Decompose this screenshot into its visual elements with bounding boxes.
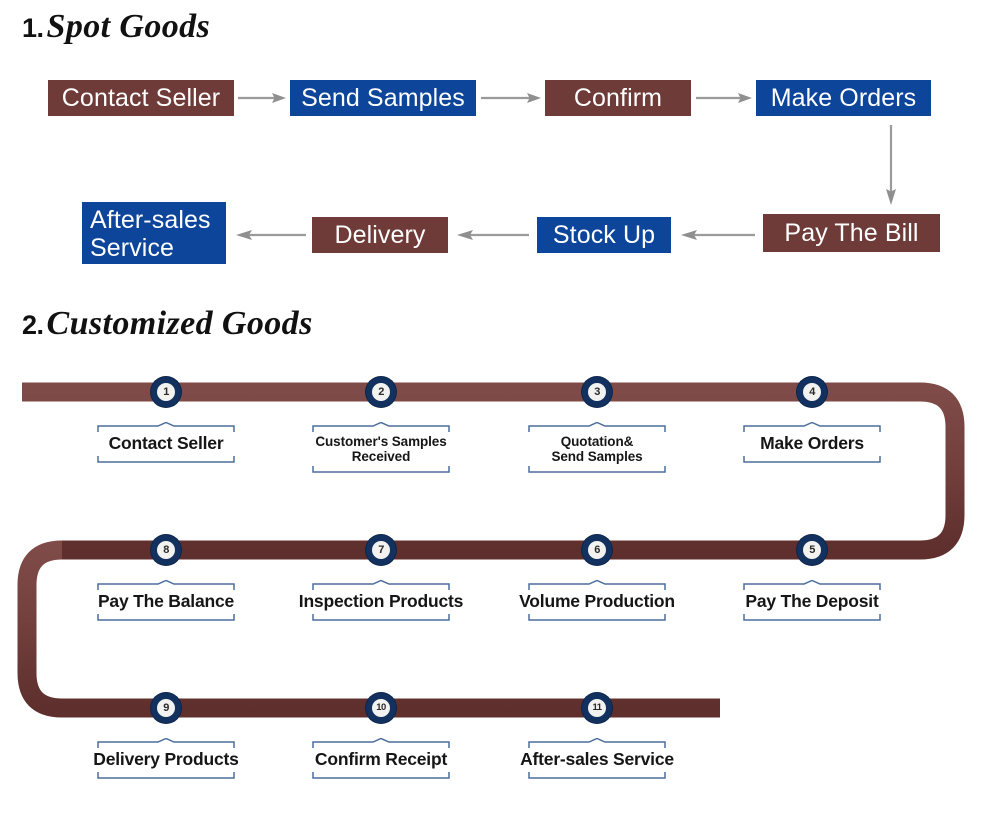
bracket-bottom-icon (527, 613, 667, 624)
marker-number: 4 (803, 383, 821, 401)
section-1-title: Spot Goods (46, 8, 211, 45)
timeline-node-3: Quotation& Send Samples (512, 422, 682, 476)
timeline-marker-6[interactable]: 6 (582, 535, 612, 565)
bracket-top-icon (311, 738, 451, 749)
bracket-top-icon (527, 738, 667, 749)
marker-number: 8 (157, 541, 175, 559)
timeline-marker-1[interactable]: 1 (151, 377, 181, 407)
arrow-left-2 (457, 229, 529, 241)
arrow-right-1 (238, 92, 286, 104)
flow-box-send-samples[interactable]: Send Samples (290, 80, 476, 116)
bracket-top-icon (527, 422, 667, 433)
arrow-down-connector (883, 125, 899, 205)
bracket-bottom-icon (96, 455, 236, 466)
marker-number: 2 (372, 383, 390, 401)
bracket-bottom-icon (96, 771, 236, 782)
timeline-node-6: Volume Production (512, 580, 682, 624)
timeline-node-5: Pay The Deposit (727, 580, 897, 624)
marker-number: 11 (588, 699, 606, 717)
timeline-node-7: Inspection Products (296, 580, 466, 624)
timeline-label-5: Pay The Deposit (745, 591, 879, 611)
timeline-label-9: Delivery Products (93, 749, 239, 769)
marker-number: 5 (803, 541, 821, 559)
timeline-node-10: Confirm Receipt (296, 738, 466, 782)
timeline-label-2: Customer's Samples Received (315, 434, 447, 465)
timeline-marker-10[interactable]: 10 (366, 693, 396, 723)
marker-number: 3 (588, 383, 606, 401)
timeline-label-3: Quotation& Send Samples (551, 434, 643, 465)
timeline-marker-2[interactable]: 2 (366, 377, 396, 407)
bracket-top-icon (311, 422, 451, 433)
timeline-marker-7[interactable]: 7 (366, 535, 396, 565)
arrow-left-3 (681, 229, 755, 241)
timeline-marker-11[interactable]: 11 (582, 693, 612, 723)
section-1-number: 1. (22, 13, 44, 43)
timeline-label-11: After-sales Service (520, 749, 674, 769)
marker-number: 6 (588, 541, 606, 559)
section-2-heading: 2.Customized Goods (22, 305, 313, 343)
bracket-bottom-icon (527, 465, 667, 476)
bracket-top-icon (527, 580, 667, 591)
marker-number: 10 (372, 699, 390, 717)
flow-box-make-orders[interactable]: Make Orders (756, 80, 931, 116)
bracket-top-icon (96, 580, 236, 591)
bracket-bottom-icon (311, 613, 451, 624)
bracket-bottom-icon (311, 771, 451, 782)
timeline-marker-9[interactable]: 9 (151, 693, 181, 723)
arrow-left-1 (236, 229, 306, 241)
timeline-node-1: Contact Seller (81, 422, 251, 466)
timeline-path (17, 382, 965, 718)
bracket-top-icon (742, 422, 882, 433)
timeline-marker-5[interactable]: 5 (797, 535, 827, 565)
flow-box-stock-up[interactable]: Stock Up (537, 217, 671, 253)
marker-number: 9 (157, 699, 175, 717)
timeline-node-9: Delivery Products (81, 738, 251, 782)
arrow-right-2 (481, 92, 541, 104)
bracket-top-icon (96, 422, 236, 433)
timeline-node-8: Pay The Balance (81, 580, 251, 624)
timeline-marker-8[interactable]: 8 (151, 535, 181, 565)
flow-box-after-sales-service[interactable]: After-sales Service (82, 202, 226, 264)
timeline-node-11: After-sales Service (512, 738, 682, 782)
bracket-top-icon (742, 580, 882, 591)
arrow-right-3 (696, 92, 752, 104)
timeline-label-7: Inspection Products (298, 591, 464, 611)
timeline-label-8: Pay The Balance (97, 591, 235, 611)
flow-box-confirm[interactable]: Confirm (545, 80, 691, 116)
bracket-bottom-icon (527, 771, 667, 782)
bracket-bottom-icon (311, 465, 451, 476)
bracket-top-icon (311, 580, 451, 591)
marker-number: 7 (372, 541, 390, 559)
timeline-marker-3[interactable]: 3 (582, 377, 612, 407)
timeline-node-2: Customer's Samples Received (296, 422, 466, 476)
bracket-bottom-icon (96, 613, 236, 624)
section-1-heading: 1.Spot Goods (22, 8, 210, 46)
flow-box-delivery[interactable]: Delivery (312, 217, 448, 253)
timeline-node-4: Make Orders (727, 422, 897, 466)
bracket-top-icon (96, 738, 236, 749)
section-2-title: Customized Goods (46, 305, 313, 342)
flow-box-contact-seller[interactable]: Contact Seller (48, 80, 234, 116)
marker-number: 1 (157, 383, 175, 401)
section-2-number: 2. (22, 310, 44, 340)
bracket-bottom-icon (742, 455, 882, 466)
timeline-label-6: Volume Production (519, 591, 675, 611)
timeline-label-4: Make Orders (760, 433, 864, 453)
timeline-label-10: Confirm Receipt (314, 749, 448, 769)
timeline-marker-4[interactable]: 4 (797, 377, 827, 407)
bracket-bottom-icon (742, 613, 882, 624)
flow-box-pay-the-bill[interactable]: Pay The Bill (763, 214, 940, 252)
timeline-label-1: Contact Seller (108, 433, 224, 453)
